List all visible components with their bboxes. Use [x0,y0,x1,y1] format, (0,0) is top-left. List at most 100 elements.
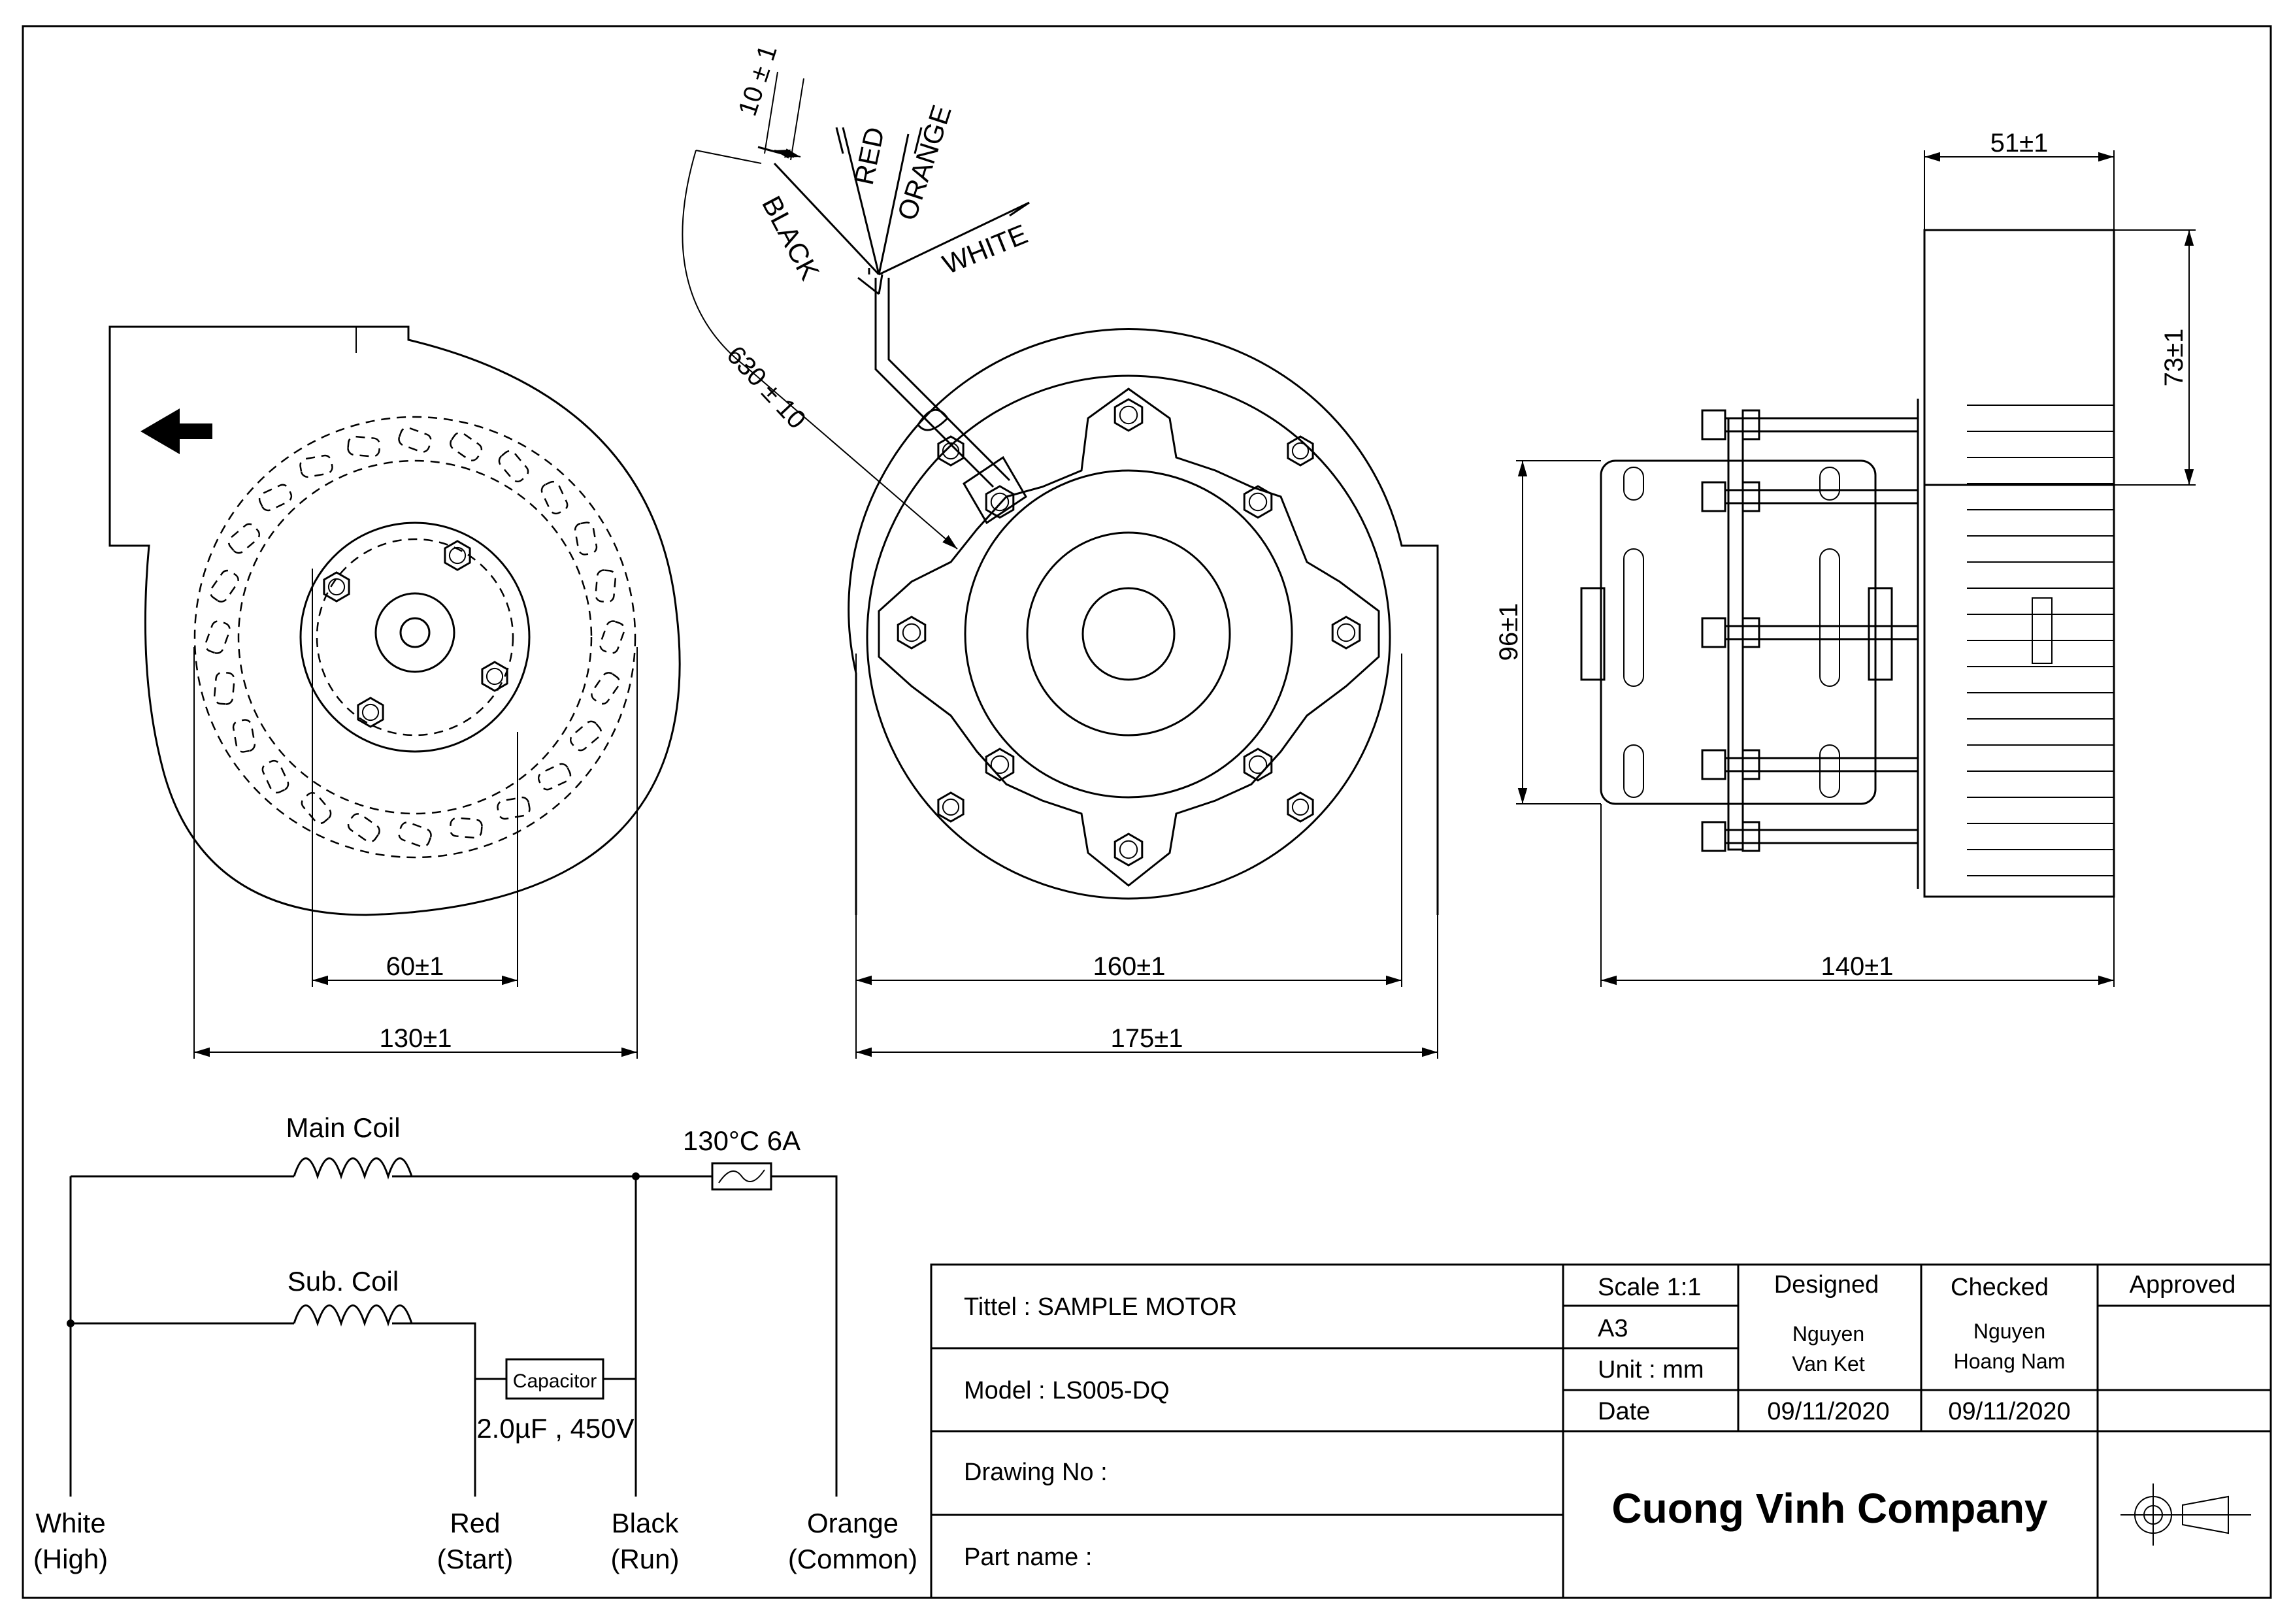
blade-slot [450,431,483,461]
hub-bolt [481,661,508,692]
wire-label-black: BLACK [756,191,825,285]
impeller-blades [205,427,625,848]
dim-73: 73±1 [2160,329,2188,387]
dim-130: 130±1 [380,1024,452,1053]
blower-side-view [1580,229,2115,898]
blade-slot [574,522,598,555]
unit-field: Unit : mm [1598,1356,1704,1384]
blade-slot [595,569,617,603]
hub-bolt [357,697,384,728]
impeller-inner-circle [237,459,593,815]
wire-leads [773,127,1030,276]
dims-middle: 160±1 175±1 [855,654,1438,1059]
motor-end-cap [1026,531,1231,737]
terminal-red-desc: (Start) [437,1544,514,1574]
terminal-black-desc: (Run) [610,1544,679,1574]
blade-slot [261,759,289,794]
main-coil-label: Main Coil [286,1112,400,1143]
power-cable [874,278,1011,488]
shaft-boss [374,592,455,673]
sub-coil-label: Sub. Coil [288,1266,399,1297]
capacitor-label: Capacitor [513,1370,597,1392]
designed-date: 09/11/2020 [1767,1398,1889,1425]
shaft-hole [399,617,431,648]
dim-51: 51±1 [1990,129,2049,157]
model-field: Model : LS005-DQ [964,1377,1170,1404]
blade-slot [347,813,380,843]
scale-field: Scale 1:1 [1598,1274,1701,1301]
hub-bolt [323,571,350,603]
dims-left: 60±1 130±1 [193,569,638,1059]
title-field: Tittel : SAMPLE MOTOR [964,1293,1237,1321]
dim-175: 175±1 [1111,1024,1183,1053]
designed-label: Designed [1774,1271,1879,1299]
fuse-label: 130°C 6A [683,1125,800,1156]
projection-symbol-icon [2120,1483,2251,1546]
cable-grommet [962,456,1028,525]
blade-slot [258,484,293,512]
flange-bolt [1287,435,1314,467]
hub-bolt [444,540,471,571]
checked-date: 09/11/2020 [1948,1398,2070,1425]
checker-name-2: Hoang Nam [1954,1350,2066,1373]
side-nut [1701,409,1726,440]
blower-front-view [108,325,681,916]
motor-housing-outline [848,328,1439,915]
blade-slot [398,427,432,453]
motor-bolts [897,398,1361,867]
side-bolts [1701,409,1918,852]
flange-bolt [937,791,965,823]
dim-160: 160±1 [1093,952,1166,981]
blade-slot [213,671,235,705]
blade-slot [301,791,332,825]
mounting-plate [1727,417,1744,851]
dims-right: 51±1 73±1 96±1 140±1 [1494,129,2196,987]
blade-slot [299,454,333,478]
rotation-arrow-icon [140,408,212,454]
wire-label-orange: ORANGE [891,101,957,224]
blade-slot [209,569,239,603]
blade-slot [347,435,381,457]
side-nut [1701,617,1726,648]
blade-slot [227,523,261,554]
date-label: Date [1598,1398,1650,1425]
terminal-white-desc: (High) [33,1544,108,1574]
side-nut [1701,749,1726,780]
motor-bolt [1114,398,1144,432]
motor-bolt [1243,485,1273,519]
blade-slot [540,480,569,515]
blade-slot [449,817,483,839]
blade-slot [398,821,432,848]
blade-slot [599,620,625,654]
sheet-border [22,25,2272,1599]
fan-housing-top [1923,229,2115,486]
blade-slot [497,796,531,820]
motor-bearing-boss [1081,587,1176,681]
side-nut [1701,481,1726,512]
blower-housing-outline [108,325,681,916]
dim-96: 96±1 [1494,603,1523,661]
motor-bolt [985,748,1015,782]
paper-size-field: A3 [1598,1315,1628,1342]
dim-60: 60±1 [386,952,444,981]
wiring-schematic: Main Coil 130°C 6A Sub. Coil Capacitor 2… [33,1112,917,1574]
blade-slot [498,450,529,483]
blade-slot [591,672,621,705]
fan-housing-bottom [1923,484,2115,898]
dim-630: 630 ± 10 [721,340,811,435]
designer-name-2: Van Ket [1792,1352,1865,1376]
motor-end-plate [878,388,1380,887]
hub-bolts [323,540,508,728]
motor-end-cap-outer [964,469,1293,799]
part-name-field: Part name : [964,1544,1092,1571]
motor-bolt [897,616,927,650]
company-name: Cuong Vinh Company [1611,1485,2048,1532]
motor-bolt [985,485,1015,519]
motor-bolt [1243,748,1273,782]
hub-circle [299,522,531,753]
checker-name-1: Nguyen [1973,1319,2045,1343]
sub-coil [293,1304,413,1327]
blade-slot [232,719,256,753]
terminal-orange-desc: (Common) [788,1544,917,1574]
